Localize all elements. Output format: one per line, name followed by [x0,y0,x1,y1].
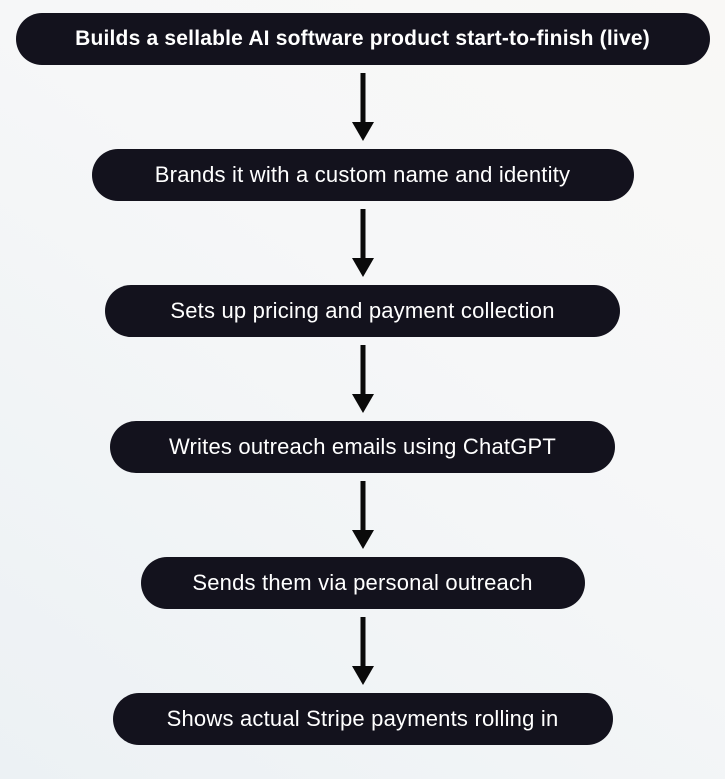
flow-step-label: Shows actual Stripe payments rolling in [166,706,559,731]
flow-step-label: Writes outreach emails using ChatGPT [168,434,557,459]
flow-step-label: Sets up pricing and payment collection [170,298,555,323]
flow-step-label: Brands it with a custom name and identit… [154,162,571,187]
arrow-down-icon [351,481,374,549]
flow-step-label: Sends them via personal outreach [192,570,533,595]
flow-step-build-product: Builds a sellable AI software product st… [15,13,710,65]
flow-step-label: Builds a sellable AI software product st… [75,27,650,50]
flow-step-send-outreach: Sends them via personal outreach [140,557,585,609]
arrow-down-icon [351,345,374,413]
flow-step-stripe-payments: Shows actual Stripe payments rolling in [112,693,613,745]
flow-step-outreach-emails: Writes outreach emails using ChatGPT [110,421,615,473]
flow-step-brand-identity: Brands it with a custom name and identit… [91,149,634,201]
arrow-down-icon [351,73,374,141]
arrow-down-icon [351,617,374,685]
flow-step-pricing-payments: Sets up pricing and payment collection [105,285,620,337]
arrow-down-icon [351,209,374,277]
